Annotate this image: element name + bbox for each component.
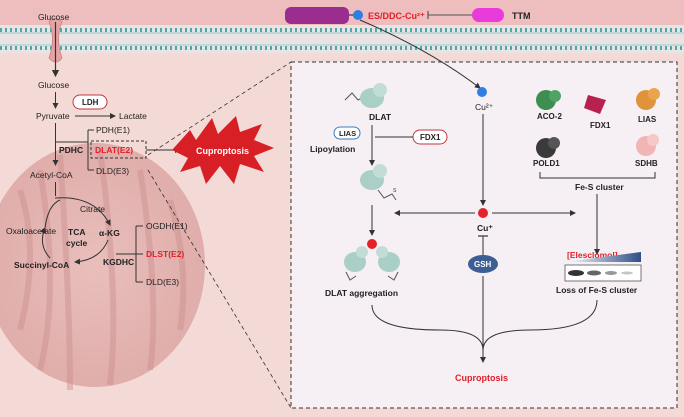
pdhc-label: PDHC — [59, 145, 83, 155]
lias-protein-label: LIAS — [638, 115, 657, 124]
citrate-label: Citrate — [80, 204, 105, 214]
fdx1-label: FDX1 — [420, 133, 441, 142]
drug-label: ES/DDC-Cu²⁺ — [368, 11, 425, 21]
cu1-label: Cu⁺ — [477, 223, 493, 233]
sdhb-label: SDHB — [635, 159, 658, 168]
cu-aggregation-dot — [367, 239, 377, 249]
cuproptosis-mechanism-box — [290, 61, 678, 409]
pdh-e1-label: PDH(E1) — [96, 125, 130, 135]
loss-fes-label: Loss of Fe-S cluster — [556, 285, 638, 295]
lactate-label: Lactate — [119, 111, 147, 121]
cuproptosis-final-label: Cuproptosis — [455, 373, 508, 383]
tca-label-line2: cycle — [66, 238, 88, 248]
western-blot — [564, 264, 642, 282]
fdx1-protein — [584, 95, 606, 114]
aco2-label: ACO-2 — [537, 112, 562, 121]
dlat-e2-box — [90, 140, 147, 159]
dlat-protein — [344, 83, 387, 108]
cu1-dot — [478, 208, 488, 218]
lias-badge — [333, 126, 361, 140]
lias-protein — [636, 88, 660, 110]
mitochondrion — [0, 143, 205, 391]
sdhb-protein — [636, 134, 659, 156]
pyruvate-label: Pyruvate — [36, 111, 70, 121]
cuproptosis-burst — [172, 116, 274, 184]
glucose-outside-label: Glucose — [38, 12, 69, 22]
dld-e3-top-label: DLD(E3) — [96, 166, 129, 176]
lipoylation-label: Lipoylation — [310, 144, 355, 154]
dlst-e2-label: DLST(E2) — [146, 249, 184, 259]
ttm-label: TTM — [512, 11, 531, 21]
copper-ion-dot — [353, 10, 363, 20]
elesclomol-gradient — [565, 252, 641, 262]
dlat-aggregation-label: DLAT aggregation — [325, 288, 398, 298]
cu2-entry-arrow — [359, 19, 481, 89]
dlat-label: DLAT — [369, 112, 392, 122]
ldh-label: LDH — [82, 98, 99, 107]
gsh-label: GSH — [474, 260, 492, 269]
aco2-protein — [536, 90, 561, 110]
zoom-line-bottom — [147, 169, 292, 409]
kgdhc-label: KGDHC — [103, 257, 134, 267]
fdx1-protein-label: FDX1 — [590, 121, 611, 130]
lias-badge-label: LIAS — [339, 129, 356, 138]
cell-membrane — [0, 25, 684, 53]
ldh-badge — [72, 94, 108, 110]
elesclomol-label: [Elesclomol] — [567, 250, 618, 260]
glucose-inside-label: Glucose — [38, 80, 69, 90]
dlat-aggregate — [344, 246, 400, 281]
pold1-label: POLD1 — [533, 159, 560, 168]
cu2-dot — [477, 87, 487, 97]
ogdh-e1-label: OGDH(E1) — [146, 221, 188, 231]
fes-cluster-label: Fe-S cluster — [575, 182, 624, 192]
cu2-label: Cu²⁺ — [475, 102, 494, 112]
lipoylated-dlat: S — [360, 164, 397, 201]
tca-label-line1: TCA — [68, 227, 85, 237]
gsh-ellipse — [468, 255, 498, 273]
drug-capsule — [285, 7, 349, 24]
dlat-e2-label: DLAT(E2) — [95, 145, 133, 155]
svg-text:S: S — [393, 188, 397, 194]
ttm-capsule — [472, 8, 504, 22]
acetyl-coa-label: Acetyl-CoA — [30, 170, 73, 180]
akg-label: α-KG — [99, 228, 120, 238]
pold1-protein — [536, 137, 560, 158]
cuproptosis-burst-label: Cuproptosis — [196, 146, 249, 156]
succinyl-coa-label: Succinyl-CoA — [14, 260, 69, 270]
dld-e3-bottom-label: DLD(E3) — [146, 277, 179, 287]
oxaloacetate-label: Oxaloacetate — [6, 226, 56, 236]
zoom-line-top — [147, 61, 292, 156]
